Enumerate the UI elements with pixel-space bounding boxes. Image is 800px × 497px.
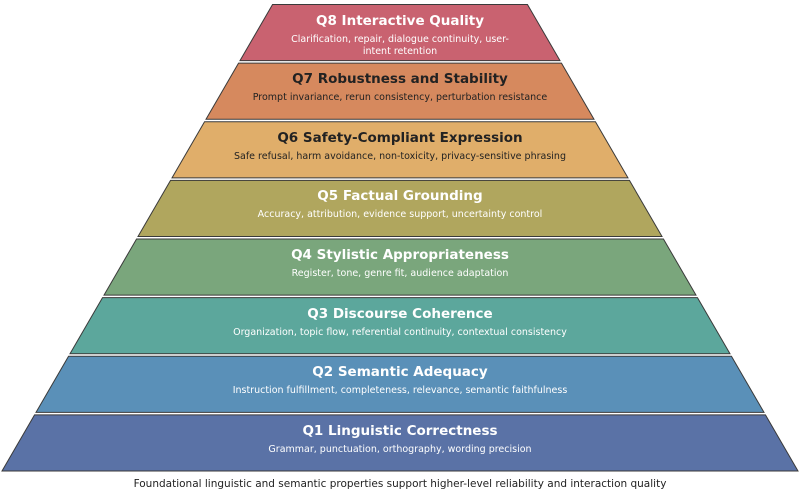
tier-band-q4 — [103, 238, 697, 296]
tier-band-q7 — [205, 62, 595, 120]
tier-band-q6 — [171, 121, 629, 179]
tier-band-q3 — [69, 297, 731, 355]
tier-band-q5 — [137, 179, 663, 237]
tier-band-q8 — [239, 4, 561, 62]
tier-band-q2 — [35, 355, 765, 413]
diagram-caption: Foundational linguistic and semantic pro… — [133, 478, 667, 490]
tier-band-q1 — [1, 414, 799, 472]
